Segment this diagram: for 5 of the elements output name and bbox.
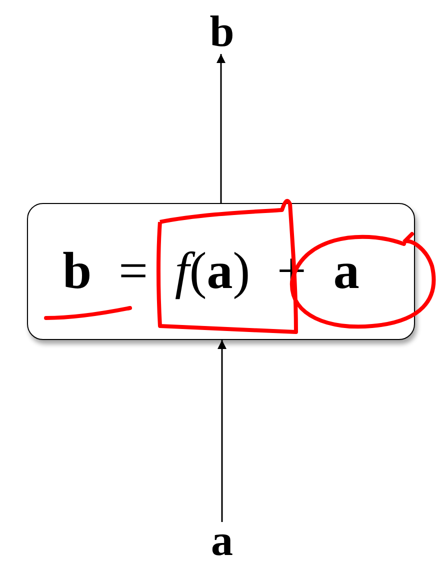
variable-label: b bbox=[197, 10, 247, 54]
equation-box bbox=[27, 203, 415, 340]
arrow bbox=[216, 54, 226, 203]
arrow bbox=[218, 340, 226, 522]
variable-label: a bbox=[197, 522, 247, 560]
